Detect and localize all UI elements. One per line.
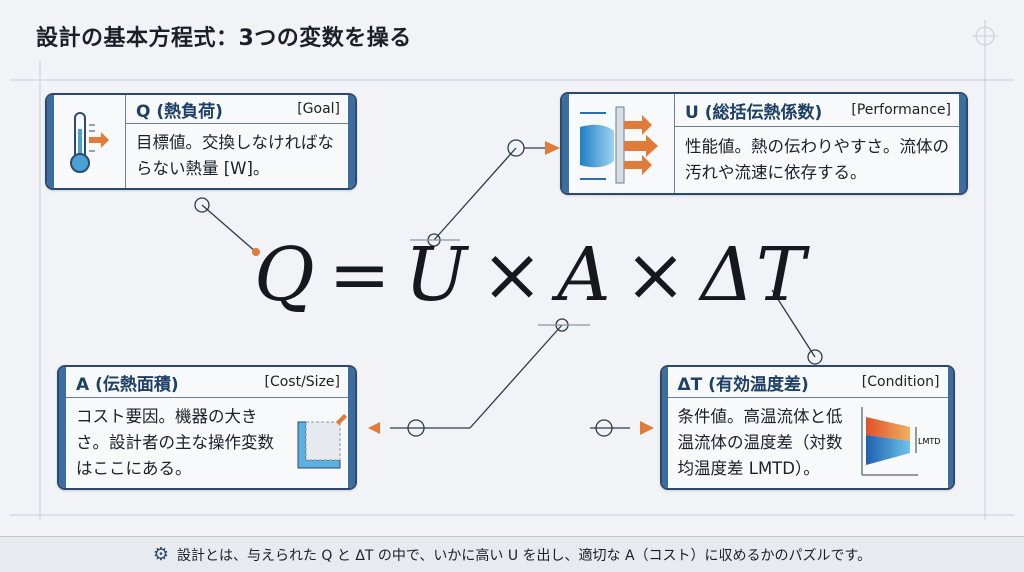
card-u: U (総括伝熱係数) [Performance] 性能値。熱の伝わりやすさ。流体の… <box>560 92 968 195</box>
card-dt-tag: [Condition] <box>861 374 940 390</box>
card-dt: ΔT (有効温度差) [Condition] 条件値。高温流体と低温流体の温度差（… <box>660 365 955 490</box>
card-q-desc: 目標値。交換しなければならない熱量 [W]。 <box>136 133 334 178</box>
card-u-name: U (総括伝熱係数) <box>685 102 823 123</box>
eq-equals: = <box>328 232 393 318</box>
page-title: 設計の基本方程式：3つの変数を操る <box>36 26 412 51</box>
card-a-name: A (伝熱面積) <box>76 374 179 395</box>
card-accent-bar <box>47 95 54 188</box>
card-u-tag: [Performance] <box>851 102 951 118</box>
card-a: A (伝熱面積) [Cost/Size] コスト要因。機器の大きさ。設計者の主な操… <box>57 365 357 490</box>
eq-q: Q <box>254 232 317 318</box>
card-q-tag: [Goal] <box>297 101 340 117</box>
card-a-tag: [Cost/Size] <box>264 374 340 390</box>
equation: Q=U×A×ΔT <box>248 232 813 318</box>
eq-times-2: × <box>624 232 689 318</box>
heat-transfer-wall-icon <box>569 94 675 193</box>
eq-delta-t: ΔT <box>700 232 808 318</box>
lmtd-chart-icon: LMTD <box>861 407 940 476</box>
card-a-desc: コスト要因。機器の大きさ。設計者の主な操作変数はここにある。 <box>76 407 274 478</box>
card-dt-desc: 条件値。高温流体と低温流体の温度差（対数均温度差 LMTD）。 <box>677 407 843 478</box>
gear-icon: ⚙ <box>152 544 169 565</box>
eq-u: U <box>404 232 470 318</box>
card-u-desc: 性能値。熱の伝わりやすさ。流体の汚れや流速に依存する。 <box>685 137 949 182</box>
area-ruler-icon <box>297 414 347 469</box>
thermometer-icon <box>54 95 126 188</box>
lmtd-label: LMTD <box>918 437 940 446</box>
footer-text: 設計とは、与えられた Q と ΔT の中で、いかに高い U を出し、適切な A（… <box>176 547 872 564</box>
footer-bar: ⚙ 設計とは、与えられた Q と ΔT の中で、いかに高い U を出し、適切な … <box>0 536 1024 572</box>
card-dt-name: ΔT (有効温度差) <box>677 374 809 395</box>
card-q-name: Q (熱負荷) <box>136 101 223 122</box>
card-q: Q (熱負荷) [Goal] 目標値。交換しなければならない熱量 [W]。 <box>45 93 357 190</box>
eq-a: A <box>557 232 613 318</box>
eq-times-1: × <box>481 232 546 318</box>
